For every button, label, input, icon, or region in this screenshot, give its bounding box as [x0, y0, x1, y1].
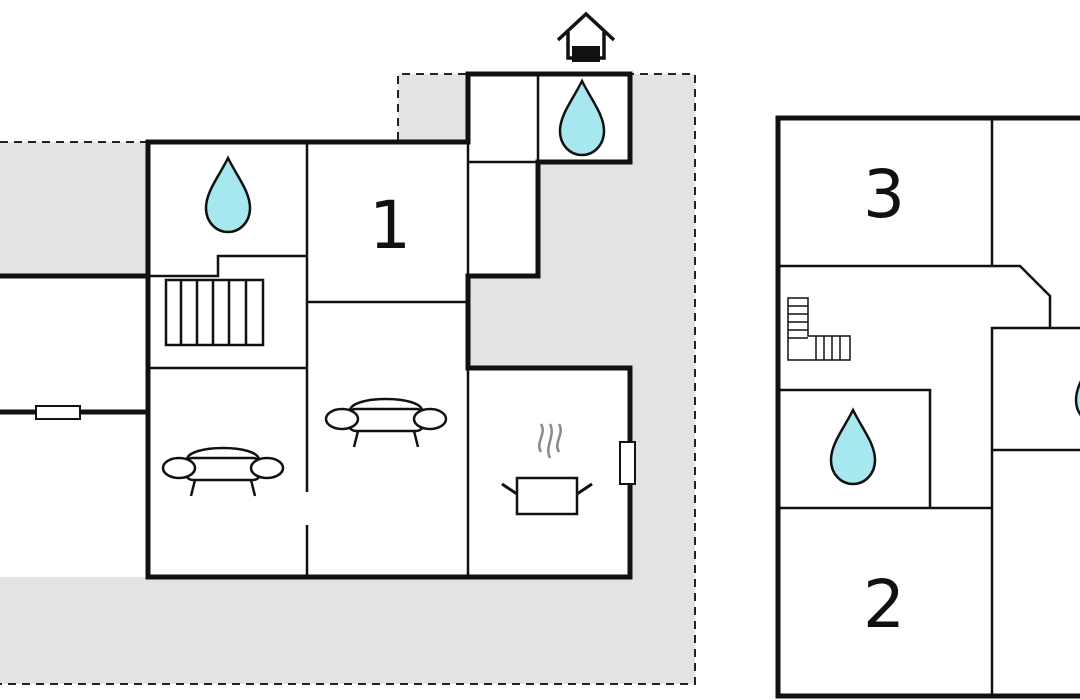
- water-drop-icon: [1074, 348, 1080, 426]
- water-drop-icon: [829, 408, 877, 486]
- room-label: 2: [863, 566, 905, 643]
- cooking-pot-icon: [501, 423, 593, 516]
- staircase-icon: [164, 278, 265, 347]
- window-icon: [35, 405, 81, 420]
- window-icon: [619, 441, 636, 485]
- exterior-wall: [775, 115, 1080, 699]
- staircase-icon: [787, 297, 851, 361]
- upper-floor: 3 2: [775, 115, 1080, 699]
- terrace-right: [0, 74, 695, 684]
- entrance-icon: [556, 11, 616, 62]
- water-drop-icon: [558, 79, 606, 157]
- interior-walls: [148, 74, 540, 577]
- interior-walls: [778, 118, 1080, 696]
- sofa-icon: [324, 397, 448, 449]
- terrace-outline: [0, 73, 696, 685]
- terrace-left: [0, 142, 148, 276]
- room-label: 3: [863, 156, 905, 233]
- ground-floor: 1: [0, 11, 696, 685]
- sofa-icon: [161, 446, 285, 498]
- water-drop-icon: [204, 156, 252, 234]
- exterior-wall: [145, 71, 633, 580]
- room-label: 1: [369, 187, 411, 264]
